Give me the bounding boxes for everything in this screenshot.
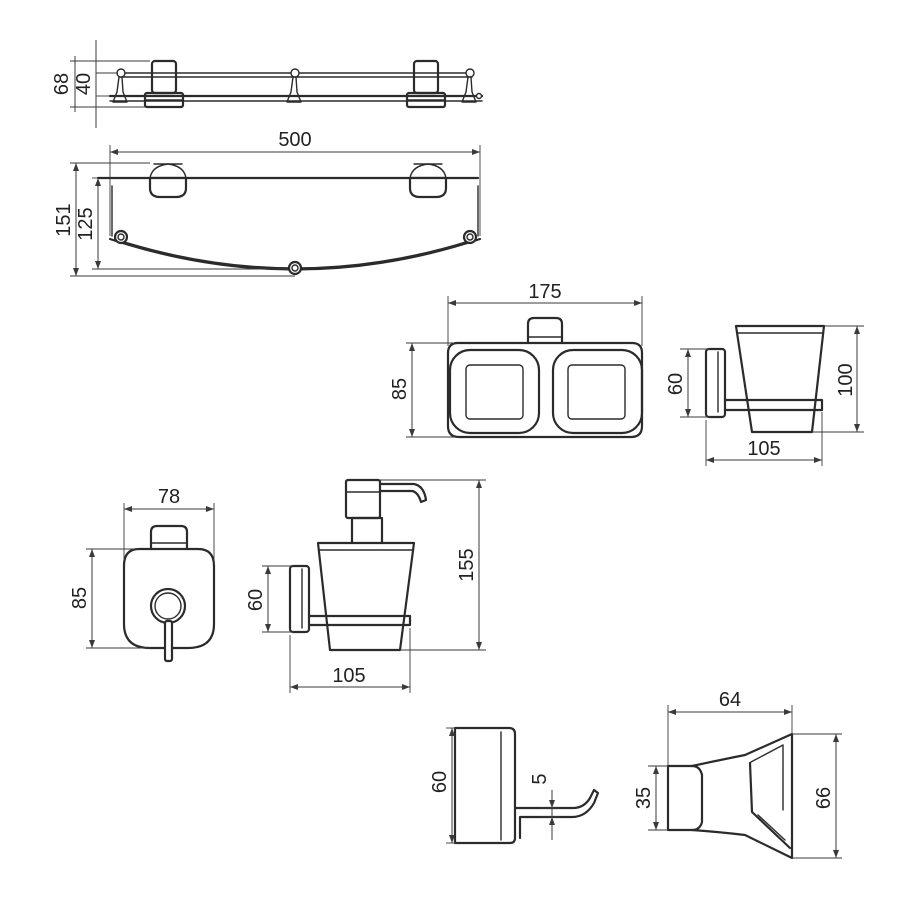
dim-tumbler-mount-height: 60 — [665, 373, 687, 395]
dim-tumbler-double-width: 175 — [528, 281, 561, 303]
dim-dispenser-width: 78 — [158, 486, 180, 508]
dim-shelf-depth-total: 151 — [53, 203, 75, 236]
dim-tumbler-double-height: 85 — [389, 378, 411, 400]
dim-shelf-height-rail: 40 — [73, 73, 95, 95]
dispenser-side-view: 60 155 105 — [245, 478, 486, 693]
dim-dispenser-height: 85 — [69, 587, 91, 609]
dim-dispenser-projection: 105 — [332, 665, 365, 687]
dim-tumbler-height: 100 — [835, 363, 857, 396]
dim-shelf-width: 500 — [278, 129, 311, 151]
shelf-side-view: 68 40 — [51, 40, 484, 128]
dim-tumbler-projection: 105 — [747, 438, 780, 460]
dim-hook-thickness: 5 — [529, 773, 551, 784]
holder-side-view: 64 35 66 — [633, 689, 842, 860]
dispenser-front-view: 78 85 — [69, 486, 216, 663]
dim-holder-mount-height: 35 — [633, 787, 655, 809]
shelf-top-view: 500 151 125 — [53, 129, 482, 277]
tumbler-side-view: 60 100 105 — [665, 324, 864, 466]
dim-holder-width: 64 — [719, 689, 741, 711]
dim-holder-height: 66 — [813, 787, 835, 809]
dim-hook-height: 60 — [429, 771, 451, 793]
dim-dispenser-mount-height: 60 — [245, 589, 267, 611]
dim-shelf-height-total: 68 — [51, 73, 73, 95]
hook-side-view: 60 5 — [429, 726, 600, 845]
dim-dispenser-height-total: 155 — [456, 548, 478, 581]
double-tumbler-front-view: 175 85 — [389, 281, 644, 439]
dim-shelf-depth-glass: 125 — [75, 207, 97, 240]
